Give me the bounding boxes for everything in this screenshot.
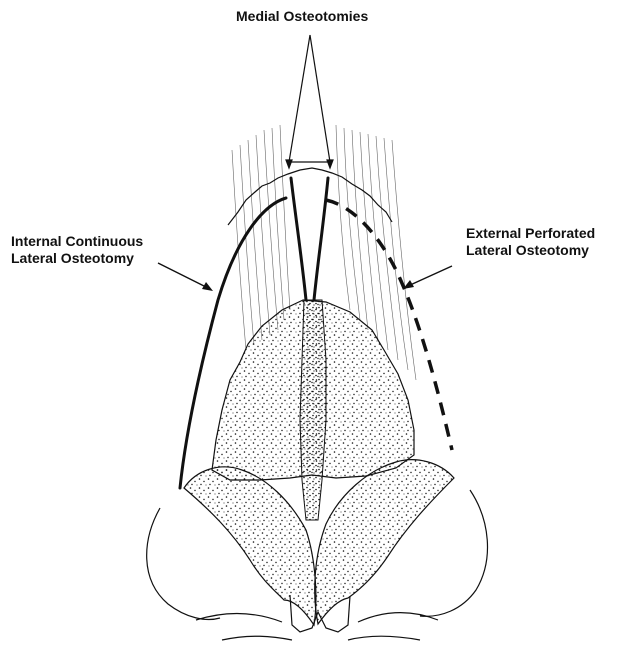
dorsal-septum <box>300 300 326 520</box>
medial-pointer <box>286 35 333 168</box>
medial-osteotomy-lines <box>291 178 328 300</box>
external-perforated-label: External Perforated Lateral Osteotomy <box>466 225 595 259</box>
internal-label-line1: Internal Continuous <box>11 233 143 250</box>
external-label-line1: External Perforated <box>466 225 595 242</box>
internal-label-line2: Lateral Osteotomy <box>11 250 143 267</box>
internal-continuous-label: Internal Continuous Lateral Osteotomy <box>11 233 143 267</box>
lower-lateral-cartilage-right <box>315 460 454 624</box>
medial-label-text: Medial Osteotomies <box>236 8 368 24</box>
lower-lateral-cartilage-left <box>184 467 316 625</box>
internal-leader-arrow <box>202 282 213 291</box>
external-label-line2: Lateral Osteotomy <box>466 242 595 259</box>
medial-osteotomies-label: Medial Osteotomies <box>236 8 368 25</box>
